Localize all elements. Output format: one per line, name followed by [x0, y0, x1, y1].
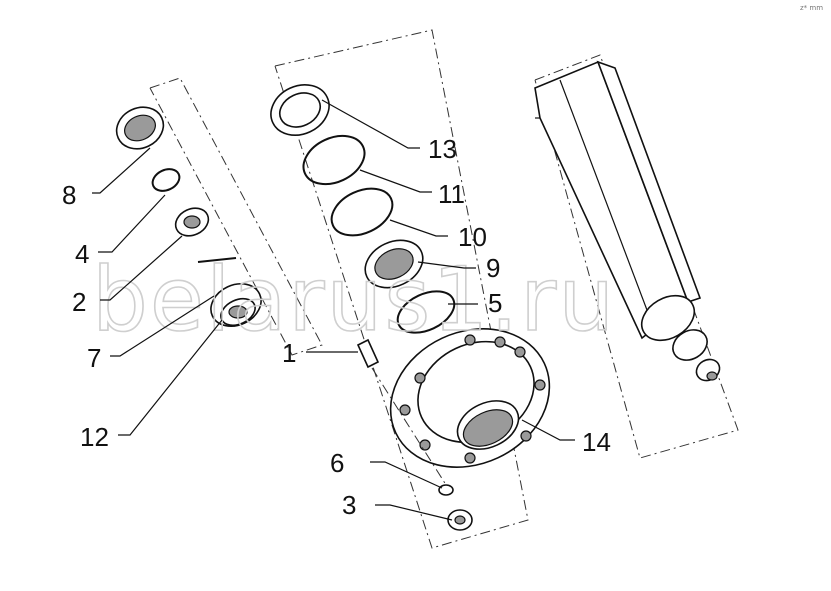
callout-9: 9 — [486, 253, 500, 283]
callout-7: 7 — [87, 343, 101, 373]
callout-5: 5 — [488, 288, 502, 318]
ring-5 — [396, 290, 456, 334]
castle-nut — [174, 207, 210, 237]
callout-14: 14 — [582, 427, 611, 457]
left-assembly-frame — [149, 77, 323, 356]
bearing-8 — [115, 106, 165, 150]
hub-bolt-holes — [399, 334, 546, 464]
callout-6: 6 — [330, 448, 344, 478]
right-assembly-frame — [534, 54, 739, 459]
callout-3: 3 — [342, 490, 356, 520]
ring-11 — [302, 134, 366, 186]
callout-1: 1 — [282, 338, 296, 368]
callout-4: 4 — [75, 239, 89, 269]
watermark: belarus1.ru — [92, 248, 616, 351]
callout-11: 11 — [438, 179, 465, 209]
washer-small — [438, 484, 454, 496]
callout-8: 8 — [62, 180, 76, 210]
callout-13: 13 — [428, 134, 457, 164]
bolt — [356, 338, 449, 489]
washer-4 — [151, 168, 181, 192]
leader-lines — [92, 99, 575, 521]
hub-cap — [210, 283, 262, 327]
wheel-hub — [389, 328, 551, 468]
ring-10 — [330, 187, 394, 237]
bearing-9 — [364, 239, 424, 289]
seal — [270, 84, 330, 136]
callout-12: 12 — [80, 422, 109, 452]
corner-mark: z* mm — [800, 4, 823, 12]
cotter-pin — [197, 257, 237, 263]
callout-10: 10 — [458, 222, 487, 252]
axle-shaft — [534, 60, 721, 382]
center-assembly-frame — [274, 29, 529, 549]
callout-2: 2 — [72, 287, 86, 317]
nut — [447, 509, 473, 531]
